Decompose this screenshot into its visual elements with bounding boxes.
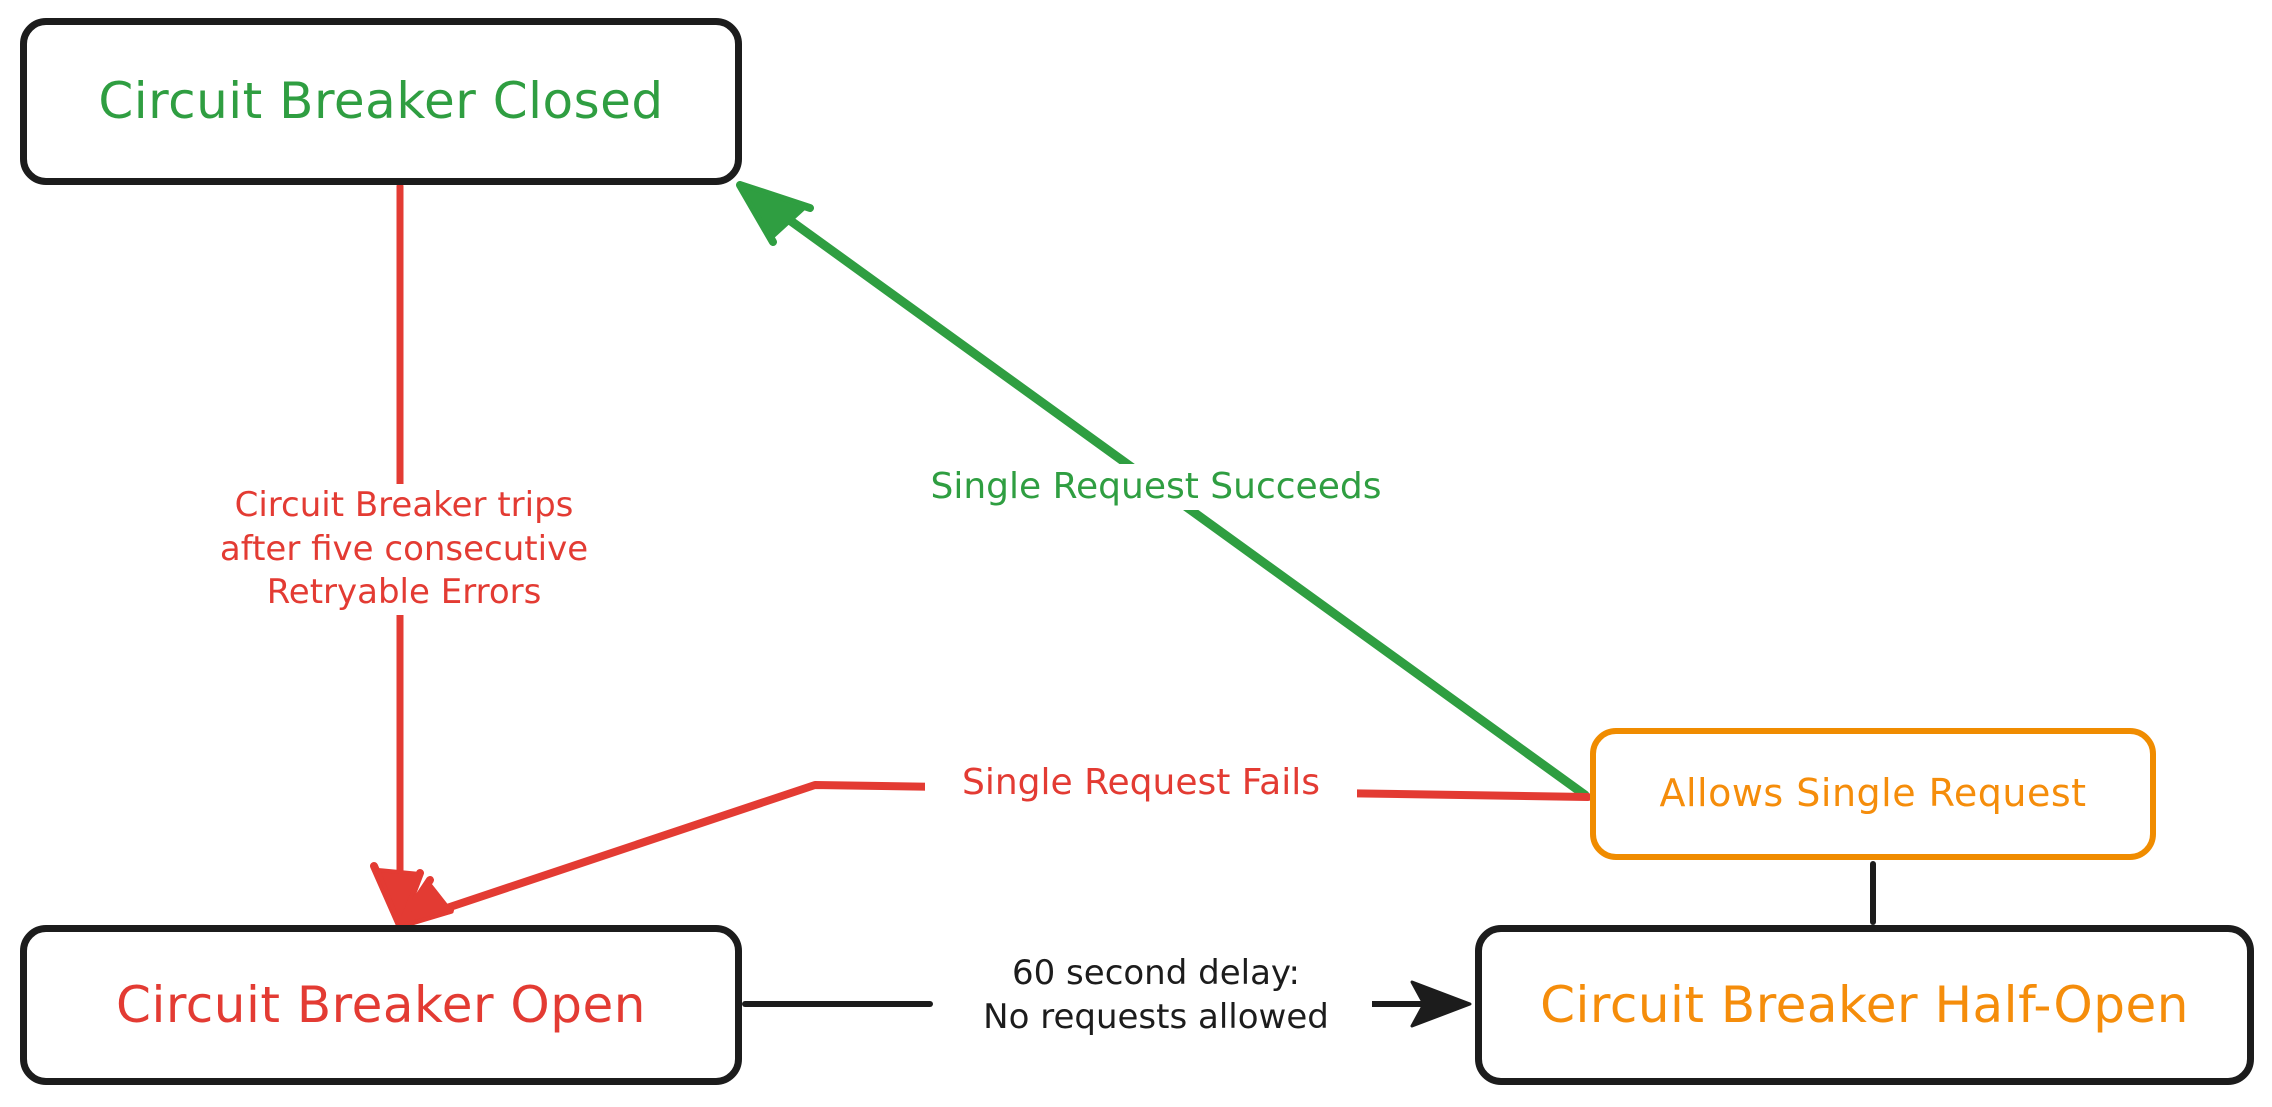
- edge-label-trips-line-2: after five consecutive: [219, 528, 589, 569]
- node-allows-single-request[interactable]: Allows Single Request: [1590, 728, 2156, 860]
- edge-label-circuit-breaker-trips: Circuit Breaker trips after five consecu…: [168, 484, 640, 615]
- edge-label-60-second-delay: 60 second delay: No requests allowed: [940, 952, 1372, 1040]
- node-circuit-breaker-half-open[interactable]: Circuit Breaker Half-Open: [1475, 925, 2254, 1085]
- node-label-closed: Circuit Breaker Closed: [98, 72, 664, 130]
- edge-label-delay-line-1: 60 second delay:: [1011, 953, 1301, 993]
- node-circuit-breaker-open[interactable]: Circuit Breaker Open: [20, 925, 742, 1085]
- edge-label-delay-line-2: No requests allowed: [983, 996, 1329, 1037]
- node-label-half-open: Circuit Breaker Half-Open: [1540, 975, 2189, 1034]
- edge-label-fails-line-1: Single Request Fails: [961, 762, 1320, 803]
- node-label-open: Circuit Breaker Open: [116, 975, 646, 1034]
- edge-label-trips-line-3: Retryable Errors: [266, 572, 542, 613]
- node-circuit-breaker-closed[interactable]: Circuit Breaker Closed: [20, 18, 742, 185]
- node-label-allows: Allows Single Request: [1659, 771, 2087, 816]
- edge-label-single-request-fails: Single Request Fails: [925, 760, 1357, 807]
- edge-label-succeeds-line-1: Single Request Succeeds: [930, 466, 1382, 507]
- edge-label-trips-line-1: Circuit Breaker trips: [234, 485, 574, 525]
- edge-label-single-request-succeeds: Single Request Succeeds: [900, 464, 1412, 511]
